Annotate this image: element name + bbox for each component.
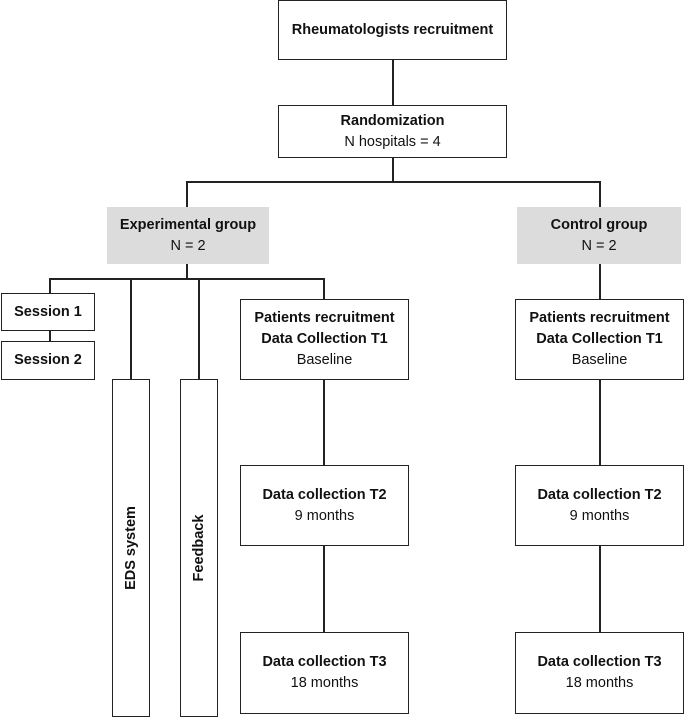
randomization-box: Randomization N hospitals = 4 bbox=[278, 105, 507, 158]
connector-exp-t1-t2 bbox=[323, 380, 325, 465]
exp-t2-title: Data collection T2 bbox=[262, 486, 387, 503]
connector-randomization-down bbox=[392, 158, 394, 181]
connector-to-eds bbox=[130, 278, 132, 379]
connector-to-control bbox=[599, 181, 601, 207]
connector-experimental-down bbox=[186, 264, 188, 278]
connector-experimental-branches bbox=[49, 278, 324, 280]
exp-t1-box: Patients recruitment Data Collection T1 … bbox=[240, 299, 409, 380]
feedback-label: Feedback bbox=[191, 514, 207, 582]
connector-to-experimental bbox=[186, 181, 188, 207]
ctrl-t3-detail: 18 months bbox=[565, 675, 634, 691]
feedback-box: Feedback bbox=[180, 379, 218, 717]
ctrl-t1-line1: Patients recruitment bbox=[529, 310, 670, 326]
ctrl-t3-box: Data collection T3 18 months bbox=[515, 632, 684, 714]
control-group-title: Control group bbox=[550, 216, 648, 233]
eds-system-label: EDS system bbox=[123, 506, 139, 590]
exp-t3-box: Data collection T3 18 months bbox=[240, 632, 409, 714]
experimental-group-title: Experimental group bbox=[119, 216, 257, 233]
control-group-n: N = 2 bbox=[581, 237, 617, 254]
randomization-detail: N hospitals = 4 bbox=[344, 133, 441, 150]
connector-exp-t2-t3 bbox=[323, 546, 325, 632]
ctrl-t3-title: Data collection T3 bbox=[537, 654, 662, 670]
exp-t3-detail: 18 months bbox=[290, 675, 359, 691]
ctrl-t1-line3: Baseline bbox=[571, 352, 628, 368]
connector-to-session1 bbox=[49, 278, 51, 293]
session1-box: Session 1 bbox=[1, 293, 95, 331]
session1-label: Session 1 bbox=[14, 303, 82, 320]
connector-session1-session2 bbox=[49, 331, 51, 341]
ctrl-t2-title: Data collection T2 bbox=[537, 486, 662, 503]
control-group-box: Control group N = 2 bbox=[517, 207, 681, 264]
exp-t2-detail: 9 months bbox=[294, 507, 355, 524]
exp-t1-line1: Patients recruitment bbox=[254, 310, 395, 326]
exp-t1-line2: Data Collection T1 bbox=[261, 331, 388, 347]
connector-to-exp-t1 bbox=[323, 278, 325, 299]
connector-control-t1 bbox=[599, 264, 601, 299]
session2-label: Session 2 bbox=[14, 352, 82, 368]
experimental-group-box: Experimental group N = 2 bbox=[107, 207, 269, 264]
exp-t3-title: Data collection T3 bbox=[262, 654, 387, 670]
recruitment-box: Rheumatologists recruitment bbox=[278, 0, 507, 60]
connector-ctrl-t1-t2 bbox=[599, 380, 601, 465]
randomization-title: Randomization bbox=[340, 112, 445, 129]
exp-t1-line3: Baseline bbox=[296, 352, 353, 368]
experimental-group-n: N = 2 bbox=[170, 237, 206, 254]
session2-box: Session 2 bbox=[1, 341, 95, 380]
ctrl-t1-box: Patients recruitment Data Collection T1 … bbox=[515, 299, 684, 380]
ctrl-t2-box: Data collection T2 9 months bbox=[515, 465, 684, 546]
connector-groups-horizontal bbox=[186, 181, 600, 183]
exp-t2-box: Data collection T2 9 months bbox=[240, 465, 409, 546]
ctrl-t2-detail: 9 months bbox=[569, 507, 630, 524]
connector-to-feedback bbox=[198, 278, 200, 379]
ctrl-t1-line2: Data Collection T1 bbox=[536, 331, 663, 347]
connector-ctrl-t2-t3 bbox=[599, 546, 601, 632]
recruitment-title: Rheumatologists recruitment bbox=[291, 21, 494, 38]
connector-top-randomization bbox=[392, 60, 394, 105]
eds-system-box: EDS system bbox=[112, 379, 150, 717]
